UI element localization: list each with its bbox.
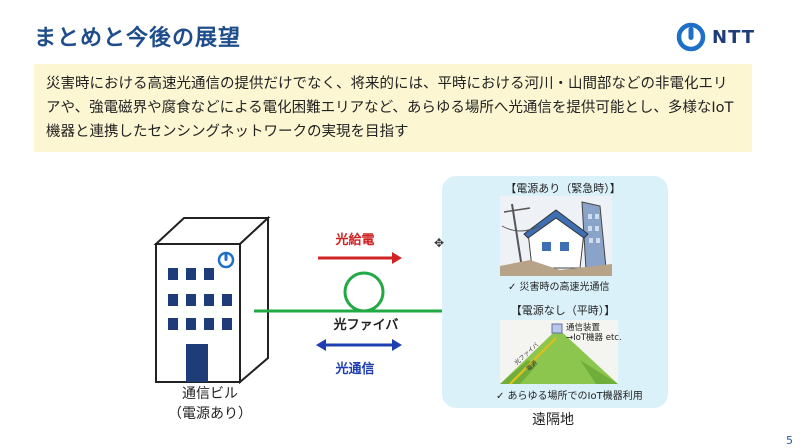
mouse-cursor-icon: ✥ xyxy=(434,236,445,250)
fiber-coil xyxy=(343,271,385,313)
building-label-line1: 通信ビル xyxy=(182,386,238,402)
ntt-logo-icon xyxy=(676,22,706,52)
case-without-power-caption: ✓ あらゆる場所でのIoT機器利用 xyxy=(496,391,643,402)
page-number: 5 xyxy=(786,434,793,447)
case-without-power-title: 【電源なし（平時）】 xyxy=(510,304,616,317)
page-title: まとめと今後の展望 xyxy=(34,26,242,51)
mountain-illustration xyxy=(500,320,618,384)
disaster-illustration xyxy=(500,196,612,276)
device-label: 通信装置 →IoT機器 etc. xyxy=(566,323,622,343)
building-label-line2: （電源あり） xyxy=(168,406,252,422)
device-label-line2: →IoT機器 etc. xyxy=(566,333,622,343)
comm-label: 光通信 xyxy=(335,362,375,377)
building-label: 通信ビル （電源あり） xyxy=(150,384,270,424)
case-with-power-caption: ✓ 災害時の高速光通信 xyxy=(508,282,610,293)
communication-building xyxy=(153,215,271,384)
case-with-power-title: 【電源あり（緊急時）】 xyxy=(505,182,621,195)
remote-area-label: 遠隔地 xyxy=(532,412,574,428)
fiber-label: 光ファイバ xyxy=(333,318,399,333)
ntt-logo: NTT xyxy=(676,22,755,52)
summary-box: 災害時における高速光通信の提供だけでなく、将来的には、平時における河川・山間部な… xyxy=(34,64,752,152)
device-label-line1: 通信装置 xyxy=(566,323,601,333)
logo-text: NTT xyxy=(712,26,756,48)
power-label: 光給電 xyxy=(335,233,375,248)
